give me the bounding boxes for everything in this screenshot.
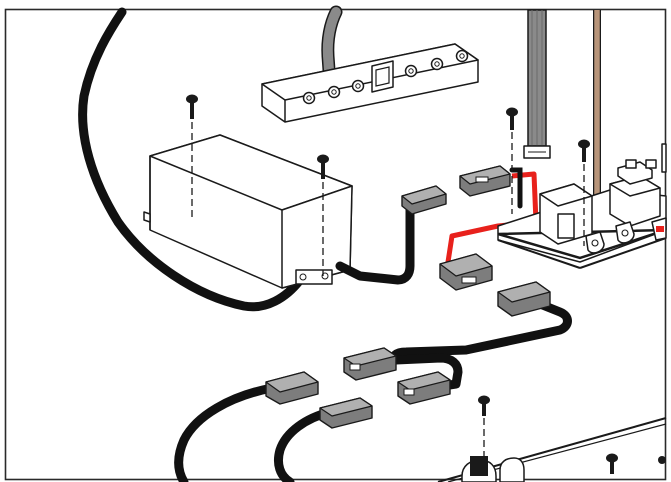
connector-top-right bbox=[459, 165, 511, 197]
wire-black-upper-right bbox=[509, 167, 523, 209]
circuit-board bbox=[497, 143, 667, 269]
connector-upper-middle bbox=[401, 185, 447, 215]
connector-middle-right bbox=[397, 371, 451, 405]
screw-chassis-right bbox=[606, 453, 618, 474]
control-knobs bbox=[302, 49, 469, 105]
wire-harness-lower-left bbox=[174, 383, 277, 482]
screw-board-left bbox=[506, 107, 518, 214]
connector-bottom-center bbox=[319, 397, 373, 429]
screw-chassis-left bbox=[478, 395, 490, 456]
control-panel bbox=[261, 43, 479, 123]
screw-power-box-left bbox=[186, 94, 198, 218]
connector-middle-lower bbox=[343, 347, 397, 381]
main-cable-left bbox=[78, 7, 305, 312]
ribbon-cable-right bbox=[523, 9, 551, 159]
chassis-plate bbox=[437, 417, 667, 482]
connector-left-lower bbox=[265, 371, 319, 405]
panel-switch bbox=[371, 60, 394, 93]
wire-harness-lower-mid bbox=[273, 407, 335, 482]
connector-right-lower bbox=[497, 281, 551, 317]
wire-harness-mid bbox=[391, 353, 463, 393]
power-box bbox=[143, 134, 353, 289]
screw-chassis-far-right bbox=[658, 456, 666, 464]
screw-board-right bbox=[578, 139, 590, 246]
ribbon-cable-left bbox=[321, 5, 343, 77]
wire-power-to-connector bbox=[335, 199, 415, 285]
screw-power-box-right bbox=[317, 154, 329, 276]
connector-center bbox=[439, 253, 493, 291]
